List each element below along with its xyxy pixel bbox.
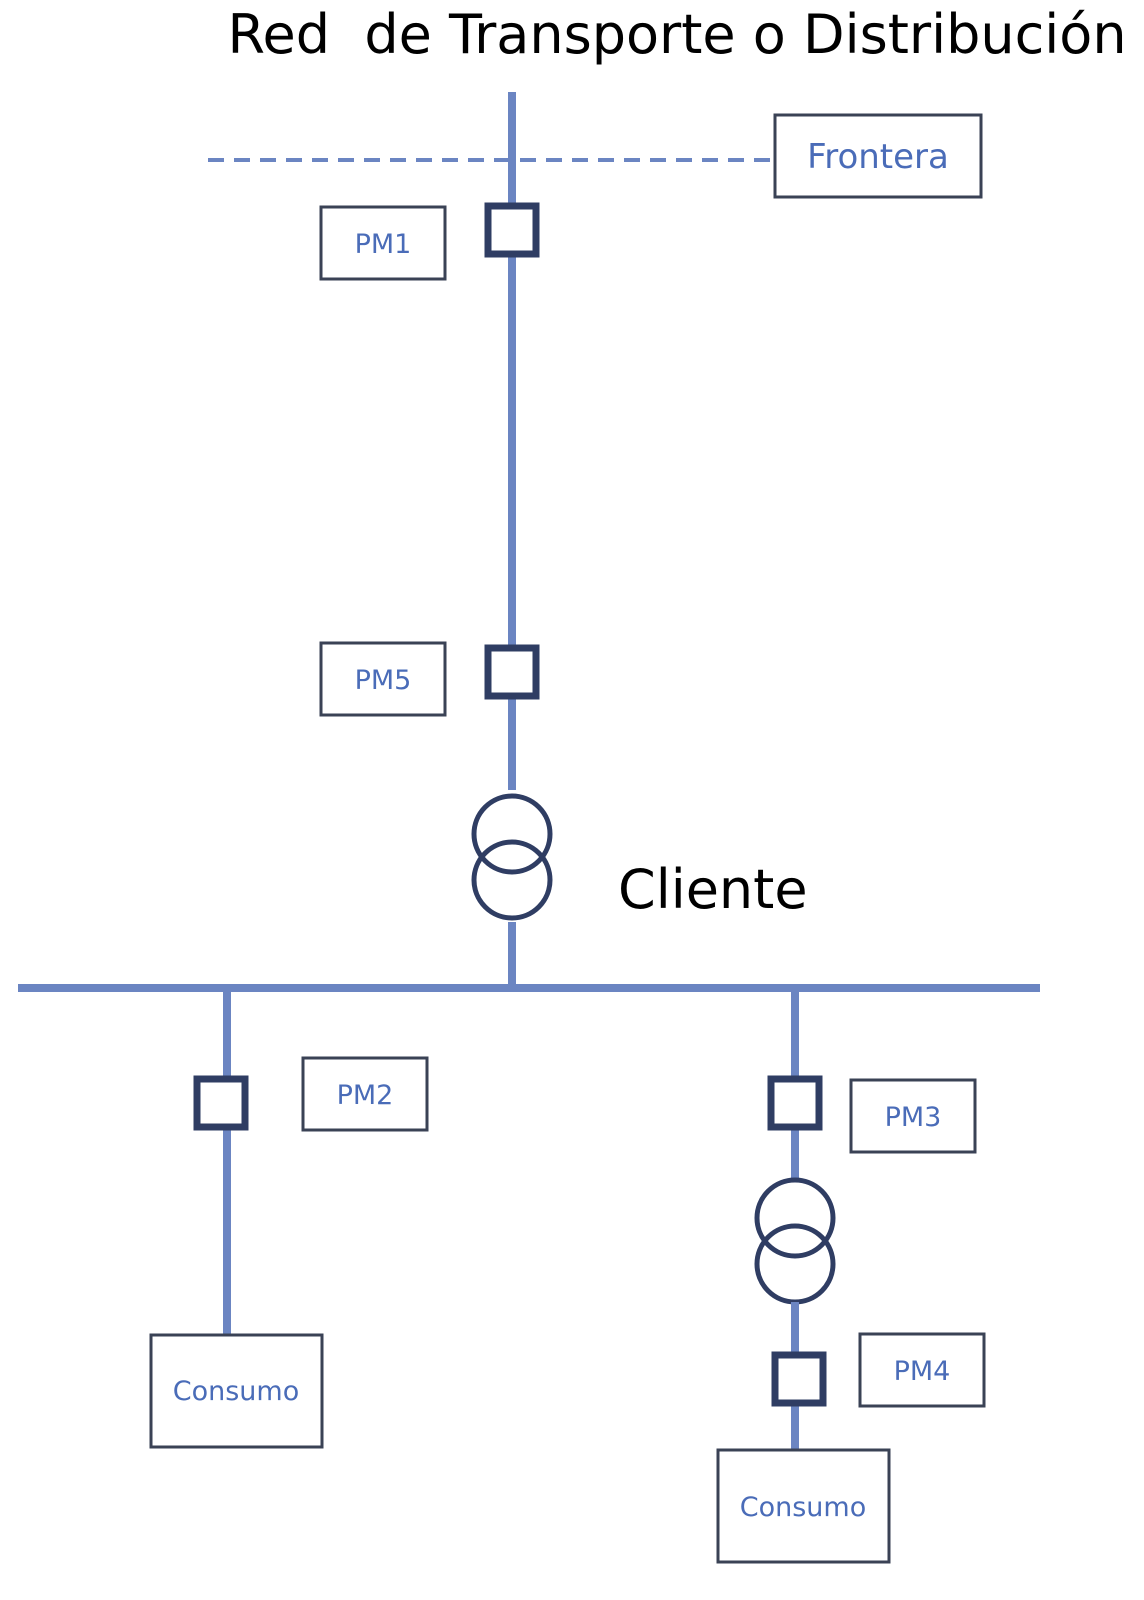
meter-pm4 (771, 1351, 827, 1407)
left-load-label: Consumo (173, 1376, 299, 1407)
diagram-title: Red de Transporte o Distribución (227, 3, 1126, 66)
meter-pm2 (193, 1075, 249, 1131)
pm2-label: PM2 (337, 1080, 394, 1111)
pm2-label-box (301, 1056, 429, 1132)
pm1-label: PM1 (355, 229, 412, 260)
right-load-box (716, 1448, 891, 1564)
meter-pm5 (484, 644, 540, 700)
pm4-label-box (858, 1332, 986, 1408)
pm5-label: PM5 (355, 665, 412, 696)
pm4-label: PM4 (894, 1356, 951, 1387)
client-label: Cliente (618, 858, 808, 921)
boundary-label-box (773, 113, 983, 199)
pm3-label: PM3 (885, 1102, 942, 1133)
right-transformer-secondary-coil (754, 1223, 836, 1305)
right-transformer-primary-coil (754, 1177, 836, 1259)
pm5-label-box (319, 641, 447, 717)
boundary-label: Frontera (807, 137, 949, 177)
meter-pm3 (767, 1075, 823, 1131)
right-load-label: Consumo (740, 1492, 866, 1523)
pm3-label-box (849, 1078, 977, 1154)
main-transformer-secondary-coil (471, 839, 553, 921)
meter-pm1 (484, 202, 540, 258)
left-load-box (149, 1333, 324, 1449)
main-transformer-primary-coil (471, 793, 553, 875)
pm1-label-box (319, 205, 447, 281)
